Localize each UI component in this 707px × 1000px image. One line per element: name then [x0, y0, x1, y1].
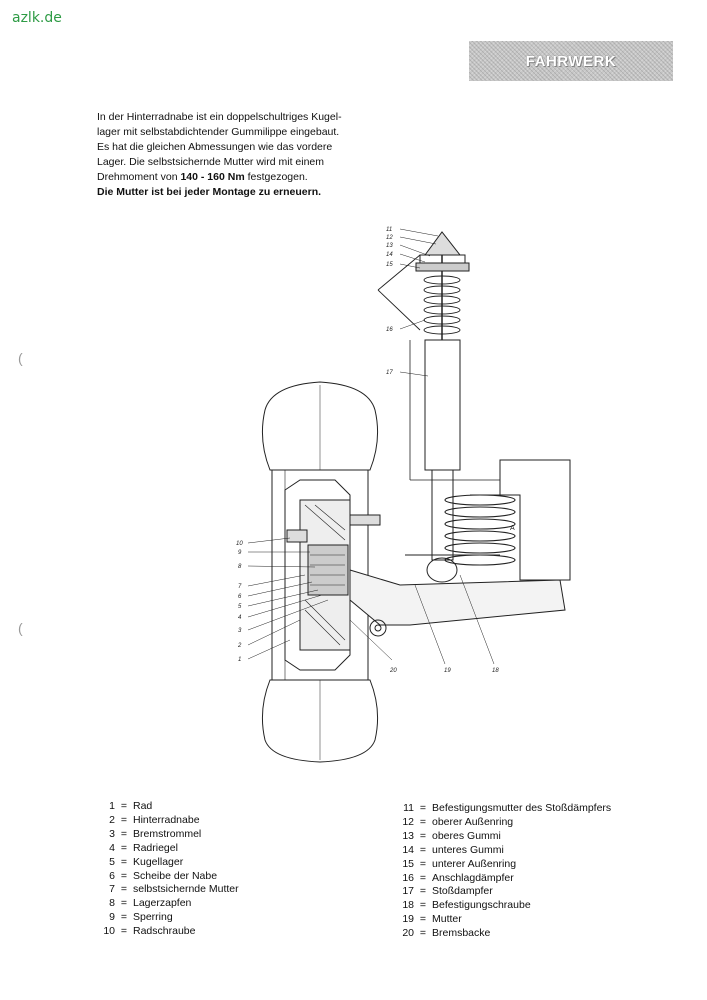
legend-item: 5=Kugellager [109, 855, 184, 868]
scan-mark: ( [18, 620, 23, 636]
callout-17: 17 [386, 370, 393, 376]
hub [307, 544, 349, 596]
legend-item: 15=unterer Außenring [402, 857, 517, 870]
legend-left: 1=Rad 2=Hinterradnabe 3=Bremstrommel 4=R… [93, 800, 239, 939]
intro-line-torque: Drehmoment von 140 - 160 Nm festgezogen. [97, 170, 397, 185]
section-title: FAHRWERK [525, 52, 617, 70]
callout-9: 9 [238, 550, 242, 556]
callout-2: 2 [237, 643, 242, 649]
intro-torque-prefix: Drehmoment von [97, 171, 181, 183]
intro-line: Es hat die gleichen Abmessungen wie das … [97, 141, 333, 153]
legend-item: 2=Hinterradnabe [109, 813, 200, 826]
callout-20: 20 [389, 668, 397, 674]
intro-warning: Die Mutter ist bei jeder Montage zu erne… [97, 185, 397, 200]
callout-3: 3 [238, 628, 242, 634]
axle-beam [349, 569, 566, 626]
intro-line: Lager. Die selbstsichernde Mutter wird m… [97, 156, 325, 168]
legend-item: 11=Befestigungsmutter des Stoßdämpfers [403, 802, 612, 814]
bump-stop [423, 275, 461, 335]
pivot-bushing [369, 619, 387, 637]
callout-10: 10 [236, 541, 243, 547]
intro-line: In der Hinterradnabe ist ein doppelschul… [97, 111, 342, 123]
legend-item: 1=Rad [109, 800, 153, 812]
legend-item: 17=Stoßdampfer [402, 885, 493, 898]
callout-12: 12 [386, 235, 393, 241]
callout-14: 14 [386, 252, 393, 258]
legend-item: 14=unteres Gummi [402, 843, 504, 856]
watermark-text: azlk.de [12, 10, 62, 26]
tyre-upper [261, 381, 379, 471]
legend-item: 12=oberer Außenring [402, 815, 514, 828]
callout-15: 15 [386, 262, 393, 268]
callout-4: 4 [238, 615, 242, 621]
callout-18: 18 [492, 668, 499, 674]
scan-mark: ( [18, 350, 23, 366]
legend-item: 19=Mutter [402, 913, 462, 926]
rear-suspension-drawing: A 11 12 13 14 15 16 17 10 9 8 7 6 [236, 227, 571, 763]
shock-absorber-body [424, 339, 461, 471]
callout-19: 19 [444, 668, 451, 674]
legend-item: 13=oberes Gummi [402, 829, 501, 842]
legend-item: 8=Lagerzapfen [109, 897, 192, 910]
callout-11: 11 [386, 227, 392, 233]
dimension-label: A [510, 525, 515, 532]
legend-item: 18=Befestigungschraube [402, 899, 531, 912]
legend-item: 9=Sperring [109, 911, 173, 924]
legend-right: 11=Befestigungsmutter des Stoßdämpfers 1… [392, 802, 611, 941]
legend-item: 4=Radriegel [109, 841, 178, 854]
torque-value: 140 - 160 Nm [180, 171, 245, 183]
intro-warning-text: Die Mutter ist bei jeder Montage zu erne… [97, 186, 322, 198]
legend-item: 16=Anschlagdämpfer [402, 871, 514, 884]
callout-7: 7 [238, 584, 242, 590]
callout-13: 13 [386, 243, 393, 249]
callout-1: 1 [238, 657, 241, 663]
callout-16: 16 [386, 327, 393, 333]
callout-8: 8 [238, 564, 242, 570]
top-mount [424, 231, 462, 256]
legend-item: 20=Bremsbacke [402, 927, 491, 940]
legend-item: 6=Scheibe der Nabe [109, 869, 218, 882]
section-title-banner: FAHRWERK [469, 41, 673, 81]
legend-item: 7=selbstsichernde Mutter [109, 883, 239, 896]
wheel-rim [284, 479, 351, 671]
tyre-lower [261, 679, 379, 763]
callout-6: 6 [238, 594, 242, 600]
legend-item: 3=Bremstrommel [109, 827, 202, 840]
intro-paragraph: In der Hinterradnabe ist ein doppelschul… [97, 110, 397, 200]
callout-5: 5 [238, 604, 242, 610]
legend-item: 10=Radschraube [103, 925, 196, 938]
intro-torque-suffix: festgezogen. [244, 171, 308, 183]
intro-line: lager mit selbstabdichtender Gummilippe … [97, 126, 340, 138]
